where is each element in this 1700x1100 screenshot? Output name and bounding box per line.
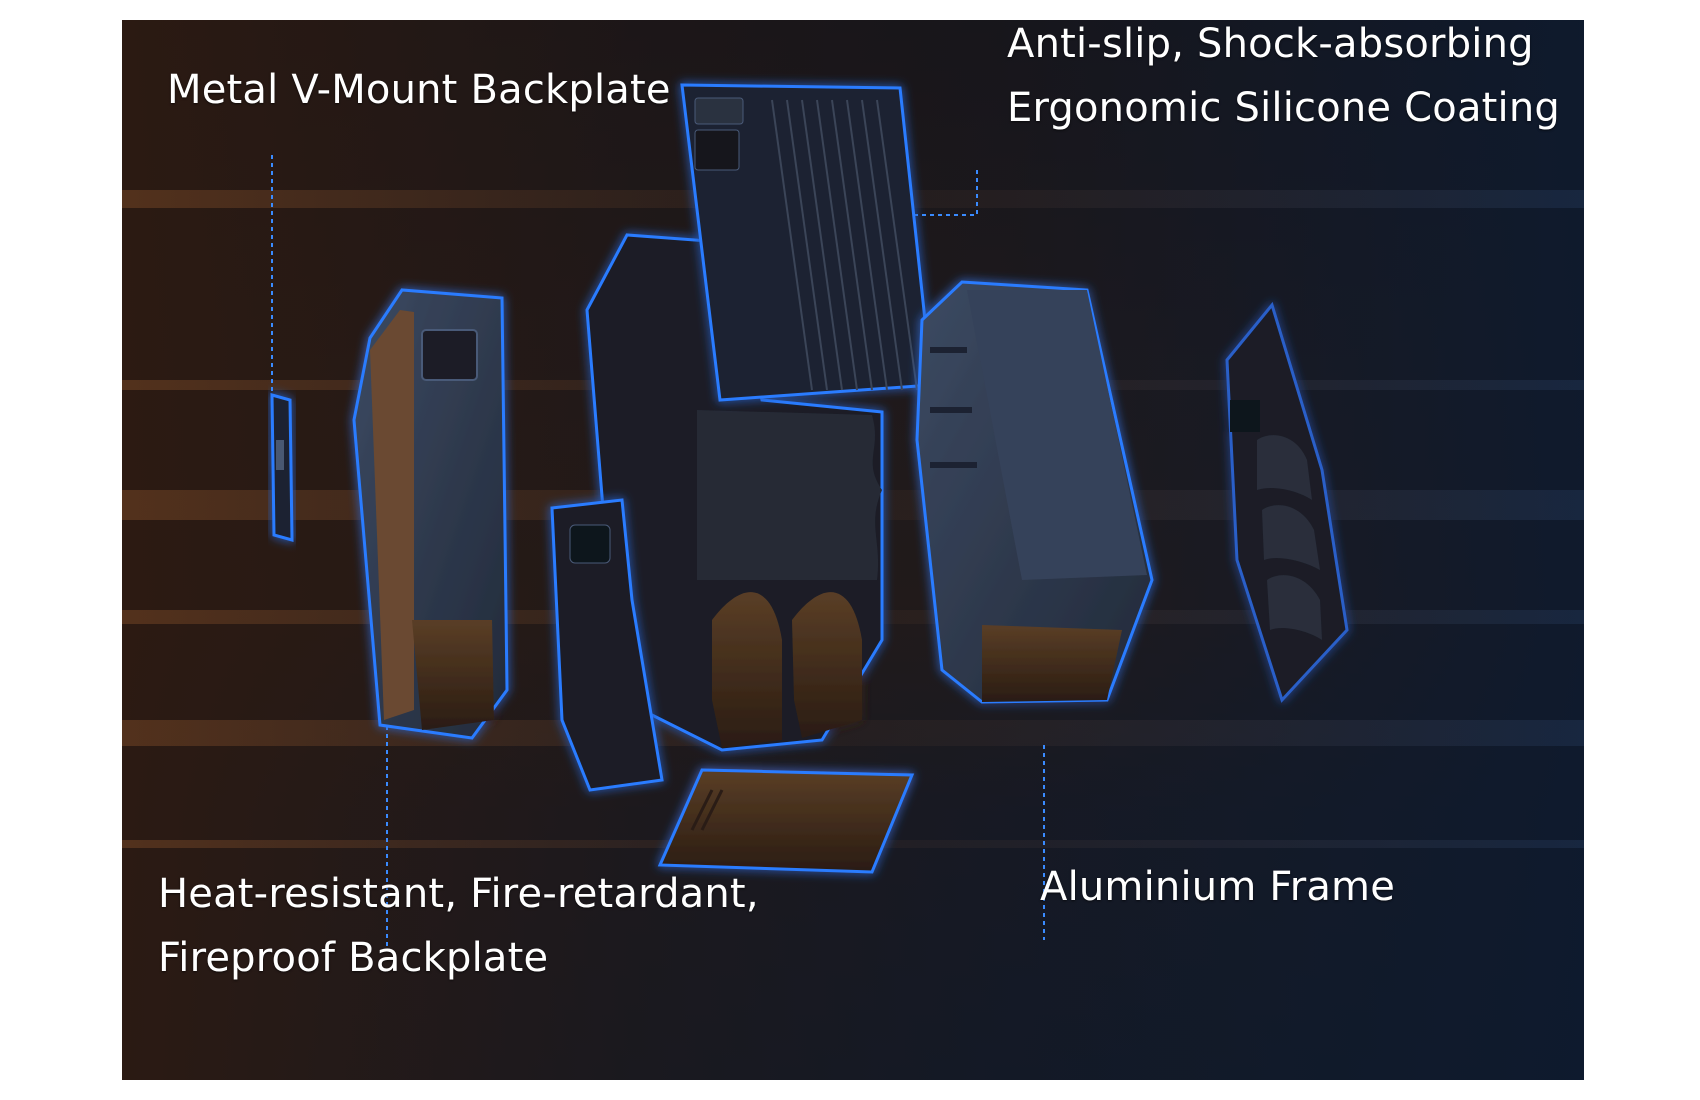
callout-fireproof-line1: Heat-resistant, Fire-retardant, xyxy=(158,871,759,917)
callout-silicone-line2: Ergonomic Silicone Coating xyxy=(1007,85,1561,131)
side-housing xyxy=(352,288,509,740)
bottom-plate xyxy=(550,498,664,792)
callout-silicone-line1: Anti-slip, Shock-absorbing xyxy=(1007,21,1534,67)
battery-core xyxy=(585,233,884,752)
callout-metal-backplate: Metal V-Mount Backplate xyxy=(167,67,671,113)
silicone-top-cover xyxy=(680,83,934,402)
callout-aluminium-frame: Aluminium Frame xyxy=(1040,864,1396,910)
aluminium-frame xyxy=(915,280,1154,704)
callout-fireproof-line2: Fireproof Backplate xyxy=(158,935,549,981)
callout-silicone-coating: Anti-slip, Shock-absorbing Ergonomic Sil… xyxy=(1007,20,1560,140)
fireproof-backplate xyxy=(1225,301,1349,703)
callout-fireproof-backplate: Heat-resistant, Fire-retardant, Fireproo… xyxy=(158,862,759,990)
metal-vmount-plate xyxy=(270,393,294,542)
exploded-view-panel: Metal V-Mount Backplate Anti-slip, Shock… xyxy=(122,20,1584,1080)
lower-plate xyxy=(657,768,915,874)
exploded-battery-illustration xyxy=(122,83,1584,950)
